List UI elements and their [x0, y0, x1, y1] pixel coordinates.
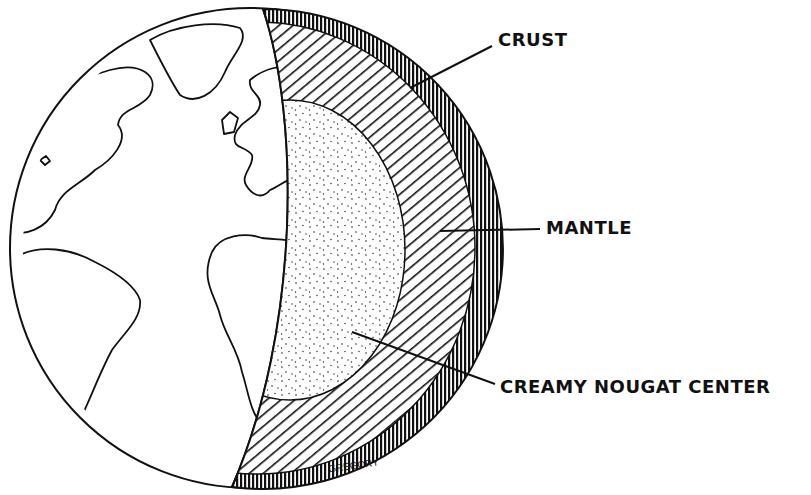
part-label: CREAMY NOUGAT CENTER	[500, 377, 770, 397]
leader-line	[410, 46, 492, 88]
part-label: MANTLE	[546, 218, 632, 238]
leader-line	[440, 229, 540, 231]
leader-line	[352, 332, 495, 384]
part-label: CRUST	[498, 30, 567, 50]
